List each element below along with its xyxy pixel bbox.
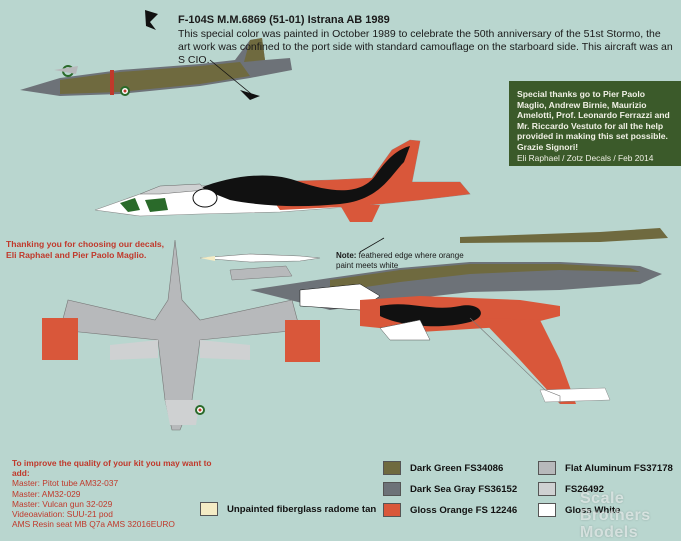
watermark-line: Scale [580, 490, 625, 507]
improve-item: Master: AM32-029 [12, 488, 81, 499]
swatch-flat-aluminum [538, 461, 556, 475]
watermark: Scale Brothers Models [580, 490, 651, 541]
aircraft-underside-view [42, 239, 320, 431]
legend-label: Dark Green FS34086 [410, 462, 504, 474]
swatch-fs26492 [538, 482, 556, 496]
legend-label: Dark Sea Gray FS36152 [410, 483, 518, 495]
legend-label: Flat Aluminum FS37178 [565, 462, 673, 474]
legend-gloss-orange: Gloss Orange FS 12246 [383, 503, 517, 517]
feather-note-label: Note: [336, 251, 357, 260]
watermark-line: Models [580, 524, 639, 541]
feather-note: Note: feathered edge where orange paint … [336, 251, 476, 271]
legend-label: Unpainted fiberglass radome tan [227, 503, 377, 515]
legend-dark-green: Dark Green FS34086 [383, 461, 503, 475]
swatch-dark-sea-gray [383, 482, 401, 496]
thanks-text: Special thanks go to Pier Paolo Maglio, … [517, 89, 670, 152]
aircraft-side-view-camo [20, 10, 292, 100]
thanks-credit: Eli Raphael / Zotz Decals / Feb 2014 [517, 152, 654, 163]
description: This special color was painted in Octobe… [178, 28, 673, 66]
improve-item: AMS Resin seat MB Q7a AMS 32016EURO [12, 519, 175, 530]
watermark-line: Brothers [580, 507, 651, 524]
legend-label: FS26492 [565, 483, 604, 495]
improve-item: Master: Pitot tube AM32-037 [12, 478, 119, 489]
note-pointer-line [359, 237, 385, 253]
page-title: F-104S M.M.6869 (51-01) Istrana AB 1989 [178, 14, 390, 26]
feather-note-text: feathered edge where orange paint meets … [336, 251, 464, 270]
drop-tank [199, 253, 321, 263]
legend-flat-aluminum: Flat Aluminum FS37178 [538, 461, 673, 475]
improve-heading: To improve the quality of your kit you m… [12, 458, 212, 479]
choosing-note: Thanking you for choosing our decals, El… [6, 239, 165, 260]
legend-label: Gloss Orange FS 12246 [410, 504, 518, 516]
swatch-gloss-white [538, 503, 556, 517]
legend-gloss-white: Gloss White [538, 503, 620, 517]
legend-fs26492: FS26492 [538, 482, 604, 496]
thanks-box: Special thanks go to Pier Paolo Maglio, … [509, 81, 681, 166]
swatch-gloss-orange [383, 503, 401, 517]
improve-list: To improve the quality of your kit you m… [12, 458, 212, 529]
aircraft-top-view-camo [250, 228, 668, 404]
legend-radome: Unpainted fiberglass radome tan [200, 502, 376, 516]
aircraft-side-view-special [94, 139, 471, 222]
swatch-radome-tan [200, 502, 218, 516]
swatch-dark-green [383, 461, 401, 475]
legend-dark-sea-gray: Dark Sea Gray FS36152 [383, 482, 517, 496]
legend-label: Gloss White [565, 504, 621, 516]
improve-item: Videoaviation: SUU-21 pod [12, 509, 113, 520]
improve-item: Master: Vulcan gun 32-029 [12, 498, 113, 509]
